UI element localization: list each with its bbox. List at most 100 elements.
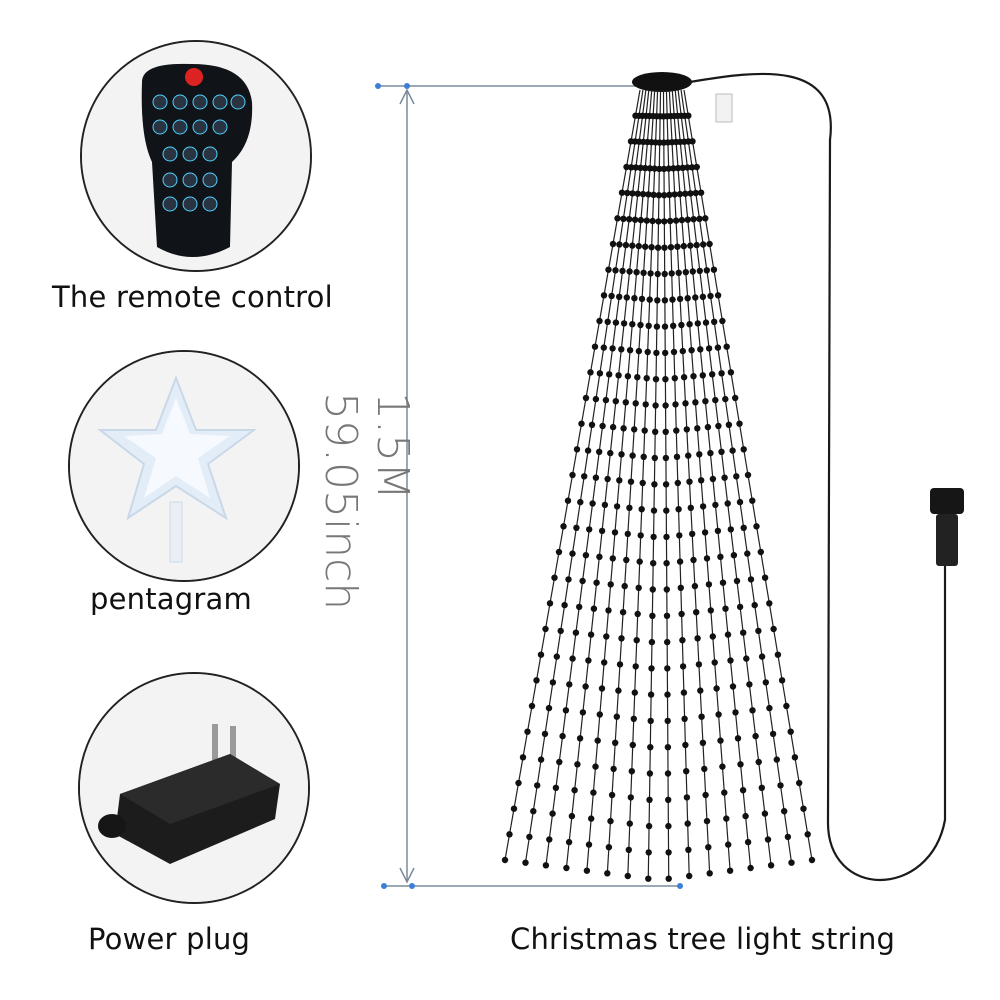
light-bead	[635, 584, 642, 591]
light-bead	[719, 317, 726, 325]
light-bead	[645, 322, 652, 329]
light-bead	[744, 471, 752, 479]
light-bead	[618, 189, 626, 196]
light-bead	[634, 190, 641, 197]
light-bead	[665, 849, 672, 856]
light-bead	[566, 681, 573, 688]
light-bead	[612, 739, 619, 746]
light-bead	[701, 765, 708, 773]
light-bead	[612, 267, 619, 274]
light-bead	[553, 653, 560, 660]
light-bead	[781, 808, 788, 815]
light-bead	[594, 737, 601, 744]
light-bead	[646, 296, 653, 303]
light-bead	[622, 399, 629, 406]
light-bead	[732, 394, 739, 402]
light-bead	[740, 629, 747, 636]
light-bead	[679, 164, 686, 171]
light-bead	[637, 164, 644, 171]
light-bead	[624, 530, 631, 538]
light-bead	[642, 401, 649, 408]
light-bead	[557, 627, 564, 635]
light-bead	[705, 581, 713, 588]
light-bead	[647, 744, 654, 751]
light-bead	[585, 841, 593, 848]
light-bead	[601, 659, 608, 666]
light-bead	[668, 270, 675, 277]
light-bead	[774, 651, 782, 658]
light-bead	[609, 240, 617, 248]
light-bead	[770, 625, 777, 633]
light-bead	[702, 398, 709, 405]
light-bead	[686, 321, 693, 328]
light-bead	[709, 475, 717, 483]
tree-top-hub	[632, 72, 692, 92]
light-bead	[701, 529, 709, 536]
light-bead	[574, 761, 581, 768]
light-bead	[656, 165, 663, 173]
light-bead	[714, 527, 722, 535]
light-bead	[680, 242, 687, 250]
light-bead	[724, 631, 732, 638]
light-bead	[736, 498, 744, 506]
light-bead	[596, 553, 603, 560]
light-bead	[665, 796, 672, 803]
top-connector	[715, 93, 733, 123]
light-bead	[552, 784, 560, 791]
light-bead	[769, 730, 777, 738]
light-bead	[684, 820, 691, 827]
light-bead	[660, 165, 668, 173]
light-bead	[703, 817, 711, 825]
light-bead	[632, 663, 639, 670]
light-bead	[727, 369, 735, 376]
light-bead	[699, 739, 707, 746]
light-bead	[662, 376, 669, 383]
light-bead	[616, 293, 623, 300]
light-bead	[723, 343, 730, 350]
light-bead	[623, 163, 630, 171]
light-bead	[707, 607, 714, 614]
light-bead	[667, 217, 674, 225]
light-bead	[568, 812, 576, 820]
light-bead	[631, 426, 638, 433]
light-bead	[616, 241, 623, 248]
light-bead	[755, 758, 762, 766]
cable-connector-body	[936, 514, 958, 566]
light-bead	[744, 838, 752, 846]
light-bead	[719, 579, 727, 586]
light-bead	[537, 756, 545, 763]
light-bead	[739, 787, 747, 794]
light-bead	[628, 768, 635, 775]
light-bead	[689, 138, 696, 145]
light-bead	[631, 689, 638, 696]
light-bead	[719, 763, 726, 770]
light-bead	[526, 833, 533, 841]
light-bead	[577, 498, 584, 506]
light-bead	[662, 481, 670, 488]
light-bead	[619, 267, 626, 275]
light-bead	[648, 665, 655, 672]
light-bead	[661, 297, 669, 304]
light-bead	[737, 761, 744, 768]
light-bead	[679, 637, 686, 644]
light-bead	[632, 400, 639, 407]
light-bead	[623, 556, 630, 564]
light-bead	[669, 296, 676, 303]
light-bead	[569, 471, 576, 479]
light-bead	[647, 717, 654, 725]
light-bead	[642, 243, 649, 250]
light-bead	[678, 216, 686, 224]
light-bead	[711, 318, 718, 325]
light-bead	[648, 244, 655, 251]
light-bead	[626, 268, 633, 275]
light-bead	[645, 875, 652, 882]
light-bead	[683, 794, 691, 801]
light-bead	[685, 112, 692, 119]
remote-control-image	[80, 40, 312, 272]
light-bead	[626, 820, 633, 827]
light-bead	[684, 295, 691, 302]
light-bead	[629, 321, 636, 328]
light-bead	[638, 506, 645, 513]
light-bead	[697, 687, 704, 694]
light-bead	[666, 191, 673, 198]
